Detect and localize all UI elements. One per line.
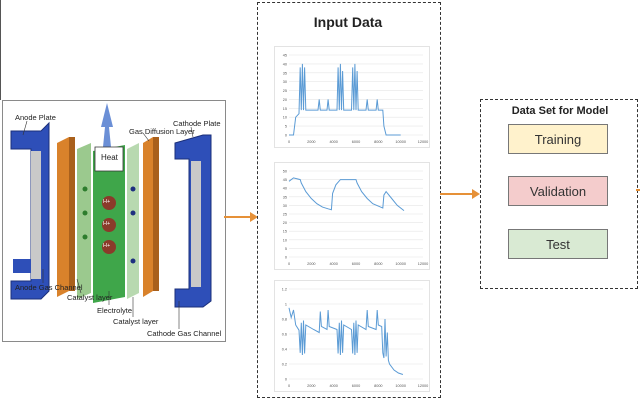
y-tick-label: 1.2 [282,288,287,292]
y-tick-label: 0.2 [282,363,287,367]
x-tick-label: 0 [288,262,290,266]
y-tick-label: 15 [283,107,287,111]
y-tick-label: 5 [285,247,287,251]
y-tick-label: 1 [285,303,287,307]
fuel-cell-diagram: Anode Plate Heat Gas Diffusion Layer Cat… [2,100,226,342]
y-tick-label: 20 [283,98,287,102]
y-tick-label: 0.6 [282,333,287,337]
x-tick-label: 0 [288,384,290,388]
y-tick-label: 45 [283,54,287,58]
input-data-panel [257,2,441,398]
y-tick-label: 5 [285,125,287,129]
y-tick-label: 35 [283,71,287,75]
y-tick-label: 40 [283,187,287,191]
label-anode-gas-channel: Anode Gas Channel [15,283,83,292]
label-cathode-plate: Cathode Plate [173,119,221,128]
x-tick-label: 6000 [352,384,360,388]
right-arrow-stub [636,189,640,191]
y-tick-label: 0.4 [282,348,287,352]
x-tick-label: 2000 [307,384,315,388]
validation-box: Validation [508,176,608,206]
x-tick-label: 4000 [329,140,337,144]
label-cathode-gas-channel: Cathode Gas Channel [147,329,222,338]
x-tick-label: 10000 [395,384,406,388]
y-tick-label: 30 [283,204,287,208]
x-tick-label: 4000 [329,384,337,388]
left-edge-line [0,0,1,100]
y-tick-label: 10 [283,238,287,242]
y-tick-label: 25 [283,89,287,93]
x-tick-label: 6000 [352,140,360,144]
ion-label: H+ [103,221,111,227]
x-tick-label: 2000 [307,262,315,266]
y-tick-label: 0 [285,378,287,382]
input-data-title: Input Data [313,14,383,30]
x-tick-label: 10000 [395,140,406,144]
x-tick-label: 0 [288,140,290,144]
x-tick-label: 10000 [395,262,406,266]
y-tick-label: 0 [285,256,287,260]
y-tick-label: 35 [283,195,287,199]
test-box: Test [508,229,608,259]
training-box: Training [508,124,608,154]
x-tick-label: 12000 [418,384,429,388]
x-tick-label: 6000 [352,262,360,266]
y-tick-label: 10 [283,116,287,120]
label-catalyst-layer-right: Catalyst layer [113,317,159,326]
series-line [288,177,405,211]
label-electrolyte: Electrolyte [97,306,133,315]
y-tick-label: 50 [283,170,287,174]
x-tick-label: 2000 [307,140,315,144]
ion-label: H+ [103,199,111,205]
x-tick-label: 8000 [374,262,382,266]
y-tick-label: 40 [283,62,287,66]
x-tick-label: 8000 [374,140,382,144]
y-tick-label: 30 [283,80,287,84]
flow-arrow-1 [224,212,258,222]
x-tick-label: 4000 [329,262,337,266]
label-gas-diffusion-layer: Gas Diffusion Layer [129,127,195,136]
label-heat: Heat [101,153,118,162]
dataset-panel [480,99,638,289]
x-tick-label: 12000 [418,262,429,266]
dataset-title: Data Set for Model [511,105,609,117]
flow-arrow-2 [440,189,480,199]
y-tick-label: 25 [283,213,287,217]
y-tick-label: 45 [283,178,287,182]
y-tick-label: 0.8 [282,318,287,322]
ion-label: H+ [103,243,111,249]
series-line [289,63,401,136]
label-catalyst-layer-left: Catalyst layer [67,293,113,302]
y-tick-label: 0 [285,134,287,138]
y-tick-label: 15 [283,230,287,234]
y-tick-label: 20 [283,221,287,225]
label-anode-plate: Anode Plate [15,113,56,122]
x-tick-label: 8000 [374,384,382,388]
fuel-cell-illustration [10,103,212,329]
series-line [288,307,404,375]
x-tick-label: 12000 [418,140,429,144]
